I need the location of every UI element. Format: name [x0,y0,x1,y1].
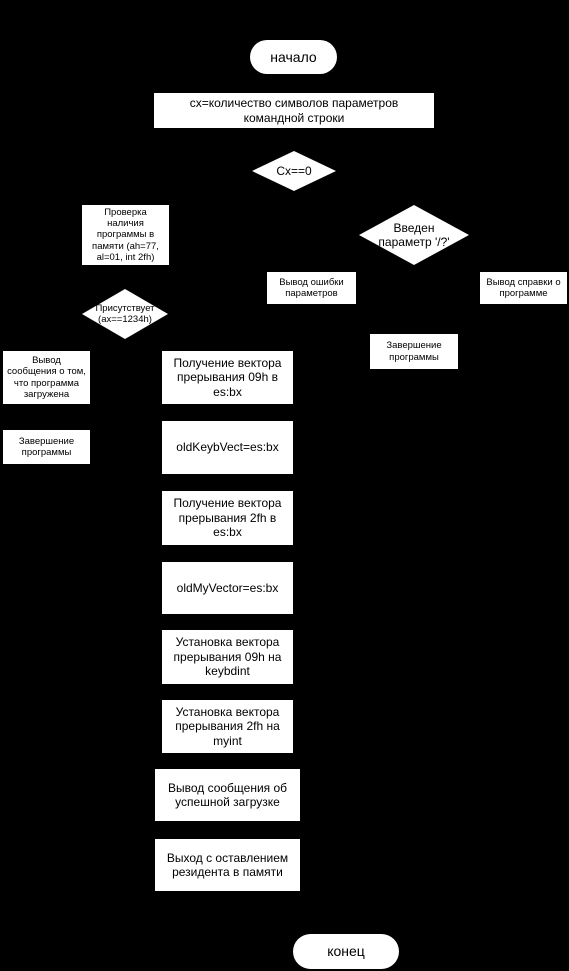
finish-left-step: Завершение программы [3,430,90,464]
get-vector-2fh-step: Получение вектора прерывания 2fh в es:bx [162,491,293,545]
show-help-step: Вывод справки о программе [480,272,567,304]
decision-param-entered-shape [359,205,469,265]
exit-resident-step: Выход с оставлением резидента в памяти [155,839,300,891]
set-cx-step: cx=количество символов параметров команд… [154,93,434,128]
old-keyb-vect-step: oldKeybVect=es:bx [162,421,293,474]
start-terminal: начало [250,40,337,74]
msg-success-step: Вывод сообщения об успешной загрузке [155,769,300,821]
param-error-step: Вывод ошибки параметров [267,272,356,304]
msg-loaded-step: Вывод сообщения о том, что программа заг… [3,351,90,404]
decision-is-present-shape [82,289,168,339]
finish-right-step: Завершение программы [370,334,458,369]
old-my-vector-step: oldMyVector=es:bx [162,562,293,614]
decision-cx-zero-shape [252,151,336,191]
check-loaded-step: Проверка наличия программы в памяти (ah=… [82,205,169,265]
set-vector-09h-step: Установка вектора прерывания 09h на keyb… [162,630,293,684]
set-vector-2fh-step: Установка вектора прерывания 2fh на myin… [162,700,293,753]
end-terminal: конец [293,934,399,969]
get-vector-09h-step: Получение вектора прерывания 09h в es:bx [162,351,293,404]
